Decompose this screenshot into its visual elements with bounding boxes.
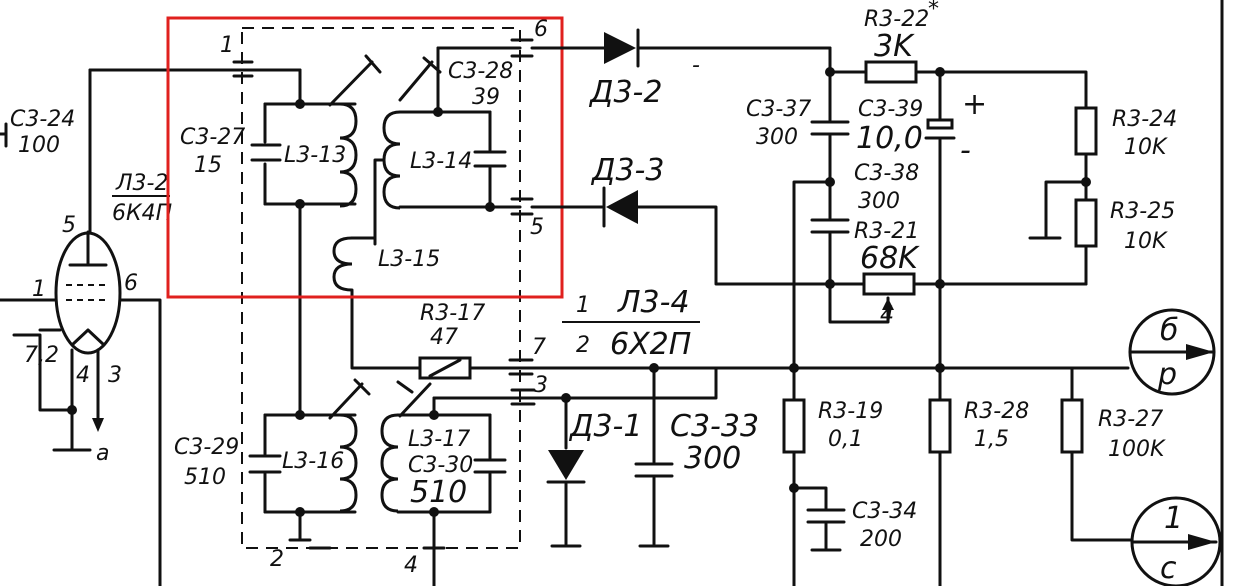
tube-l3-2-ref: Л3-2: [115, 171, 168, 196]
c3-39-ref: C3-39: [858, 97, 923, 122]
tank-l3-17: [308, 380, 507, 586]
r3-28-value: 1,5: [974, 427, 1009, 452]
terminal-4: 4: [404, 553, 418, 578]
c3-24-value: 100: [18, 133, 60, 158]
terminal-2: 2: [270, 547, 284, 572]
r3-24-value: 10K: [1124, 135, 1168, 160]
tube-heater-label: a: [96, 441, 109, 466]
l3-13-ref: L3-13: [284, 143, 346, 168]
minus-d3-2: -: [692, 53, 700, 78]
r3-21-ref: R3-21: [854, 219, 919, 244]
r3-19-value: 0,1: [828, 427, 863, 452]
tube-pin-5: 5: [62, 213, 76, 238]
shield-box: [241, 27, 521, 549]
c3-34-ref: C3-34: [852, 499, 917, 524]
c3-38-ref: C3-38: [854, 161, 919, 186]
diode-d3-3: [530, 186, 866, 286]
d3-1-ref: Д3-1: [568, 409, 642, 444]
c3-28-value: 39: [472, 85, 500, 110]
tube-l3-4-type: 6Х2П: [610, 327, 691, 362]
r3-21-value: 68K: [860, 241, 920, 276]
r3-22-ref: R3-22: [864, 7, 929, 32]
d3-2-ref: Д3-2: [588, 75, 662, 110]
connector-lower: [1130, 496, 1222, 586]
tube-pin-4: 4: [76, 363, 90, 388]
tube-l3-4-ref: Л3-4: [617, 285, 690, 320]
c3-39-plus: +: [962, 87, 987, 122]
diode-d3-2: [530, 28, 832, 68]
l3-16-ref: L3-16: [282, 449, 344, 474]
c3-30-ref: C3-30: [408, 453, 473, 478]
r3-25-value: 10K: [1124, 229, 1168, 254]
terminal-1-feedthrough: [232, 60, 254, 78]
c3-27-ref: C3-27: [180, 125, 245, 150]
r3-22-mark: *: [928, 0, 939, 22]
terminal-5-feedthrough: [510, 197, 534, 216]
connector-upper: [1128, 308, 1216, 396]
c3-33-ref: C3-33: [670, 409, 759, 444]
highlight-box: [166, 16, 564, 299]
coil-l3-15: [332, 236, 422, 370]
output-network: [782, 366, 1162, 552]
terminal-5: 5: [530, 215, 544, 240]
terminal-6: 6: [534, 17, 548, 42]
c3-37-ref: C3-37: [746, 97, 811, 122]
c3-27-value: 15: [194, 153, 222, 178]
r3-28-ref: R3-28: [964, 399, 1029, 424]
r3-17-value: 47: [430, 325, 458, 350]
d3-3-ref: Д3-3: [590, 153, 664, 188]
tube-pin-1: 1: [32, 277, 46, 302]
tube-l3-2-type: 6К4П: [112, 201, 172, 226]
tube-l3-4-num-top: 1: [576, 293, 590, 318]
r3-24-ref: R3-24: [1112, 107, 1177, 132]
c3-39-minus: -: [960, 133, 971, 168]
r3-17-ref: R3-17: [420, 301, 485, 326]
c3-24-capacitor: [0, 122, 8, 148]
r3-21-tap: 4: [880, 303, 894, 328]
terminal-7: 7: [532, 335, 546, 360]
tube-l3-4-num-bottom: 2: [576, 333, 590, 358]
terminal-6-feedthrough: [510, 38, 534, 58]
r3-25-ref: R3-25: [1110, 199, 1175, 224]
tube-pin-3: 3: [108, 363, 122, 388]
terminal-1: 1: [220, 33, 234, 58]
r3-22-value: 3K: [874, 29, 915, 64]
connector-lower-top: 1: [1164, 501, 1183, 536]
c3-29-value: 510: [184, 465, 226, 490]
tank-l3-13: [250, 54, 382, 417]
connector-upper-bottom: р: [1157, 357, 1177, 392]
c3-37-value: 300: [756, 125, 798, 150]
terminal-3: 3: [534, 373, 548, 398]
l3-15-ref: L3-15: [378, 247, 440, 272]
connector-upper-top: б: [1160, 313, 1179, 348]
tank-l3-14: [373, 46, 522, 246]
tank-l3-16: [248, 378, 371, 542]
c3-34-value: 200: [860, 527, 902, 552]
l3-14-ref: L3-14: [410, 149, 472, 174]
r3-19-ref: R3-19: [818, 399, 883, 424]
c3-29-ref: C3-29: [174, 435, 239, 460]
connector-lower-bottom: с: [1160, 551, 1177, 586]
tube-pin-7-2: 7,2: [24, 343, 59, 368]
c3-24-ref: C3-24: [10, 107, 75, 132]
tube-l3-2: [0, 68, 302, 586]
c3-39-value: 10,0: [856, 121, 923, 156]
c3-33-value: 300: [684, 441, 741, 476]
c3-38-value: 300: [858, 189, 900, 214]
r3-27-ref: R3-27: [1098, 407, 1163, 432]
l3-17-ref: L3-17: [408, 427, 470, 452]
filter-network: [789, 46, 1098, 586]
r3-27-value: 100K: [1108, 437, 1166, 462]
c3-30-value: 510: [410, 475, 467, 510]
detector-section: [418, 356, 1130, 548]
c3-28-ref: C3-28: [448, 59, 513, 84]
tube-pin-6: 6: [124, 271, 138, 296]
